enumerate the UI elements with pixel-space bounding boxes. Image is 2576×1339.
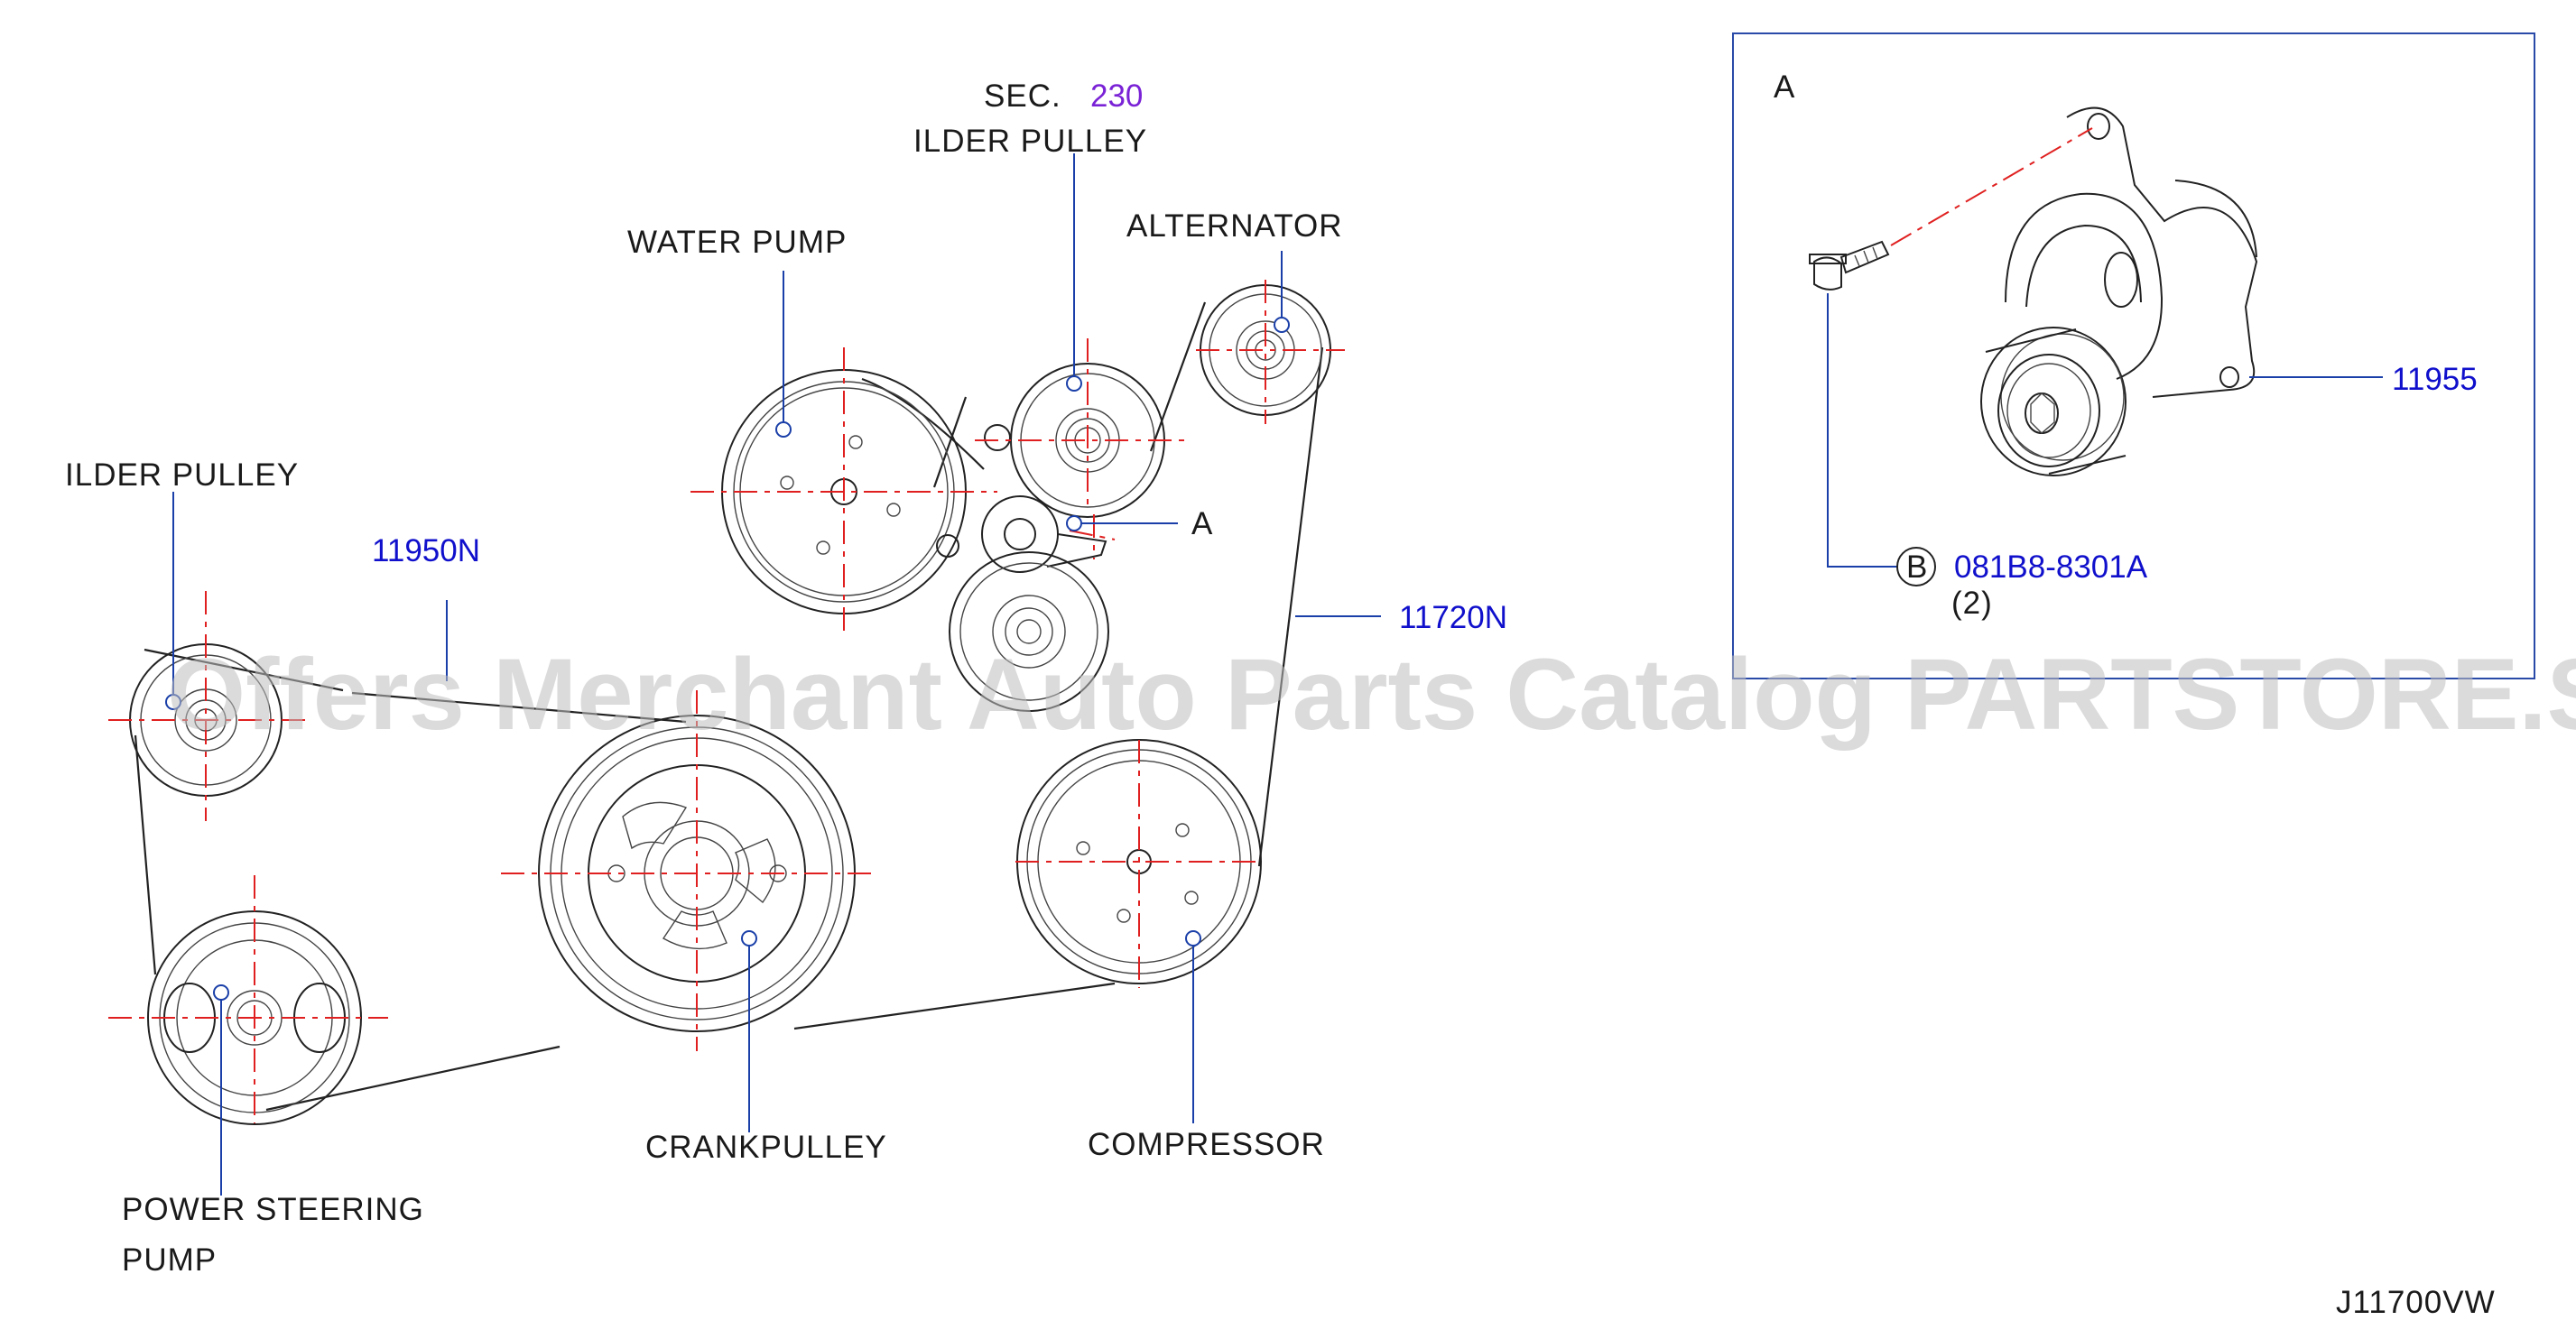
detail-a-panel: A	[1732, 32, 2535, 679]
part-081B8-8301A-link[interactable]: 081B8-8301A	[1954, 549, 2148, 585]
ilder-pulley-left-label: ILDER PULLEY	[65, 457, 299, 493]
bolt-drawing	[1809, 127, 2093, 291]
tensioner-assembly-drawing	[1980, 106, 2258, 476]
idler-pulley-left	[108, 591, 307, 821]
bolt-quantity: (2)	[1951, 586, 1993, 621]
ilder-pulley-top-label: ILDER PULLEY	[913, 124, 1147, 159]
crankpulley-label: CRANKPULLEY	[645, 1130, 887, 1165]
power-steering-label-line2: PUMP	[122, 1242, 217, 1278]
compressor-pulley	[1015, 739, 1262, 988]
detail-ref-label: A	[1191, 506, 1213, 541]
water-pump-label: WATER PUMP	[627, 225, 847, 260]
idler-pulley-top	[975, 338, 1191, 518]
sec-number-link[interactable]: 230	[1090, 78, 1143, 114]
alternator-pulley	[1196, 280, 1345, 424]
compressor-label: COMPRESSOR	[1088, 1127, 1325, 1162]
part-11950N-link[interactable]: 11950N	[372, 533, 480, 568]
bolt-marker-label: B	[1906, 549, 1928, 585]
part-11720N-link[interactable]: 11720N	[1399, 600, 1507, 635]
bolt-marker-circle	[1896, 547, 1936, 586]
idler-pulley-lower	[949, 551, 1109, 712]
detail-a-title: A	[1774, 69, 1795, 105]
water-pump-pulley	[690, 347, 997, 636]
power-steering-label-line1: POWER STEERING	[122, 1192, 424, 1227]
diagram-code: J11700VW	[2336, 1285, 2496, 1320]
leader-lines	[165, 153, 1381, 1196]
sec-prefix-label: SEC.	[984, 78, 1061, 114]
detail-a-frame	[1732, 32, 2535, 679]
power-steering-pump-pulley	[108, 875, 388, 1125]
drive-belt	[134, 301, 1324, 1112]
part-11955-link[interactable]: 11955	[2392, 362, 2478, 397]
alternator-label: ALTERNATOR	[1126, 208, 1342, 244]
watermark-text: Offers Merchant Auto Parts Catalog PARTS…	[167, 638, 2576, 751]
tensioner-pulley	[981, 495, 1116, 573]
crank-pulley	[501, 690, 876, 1051]
